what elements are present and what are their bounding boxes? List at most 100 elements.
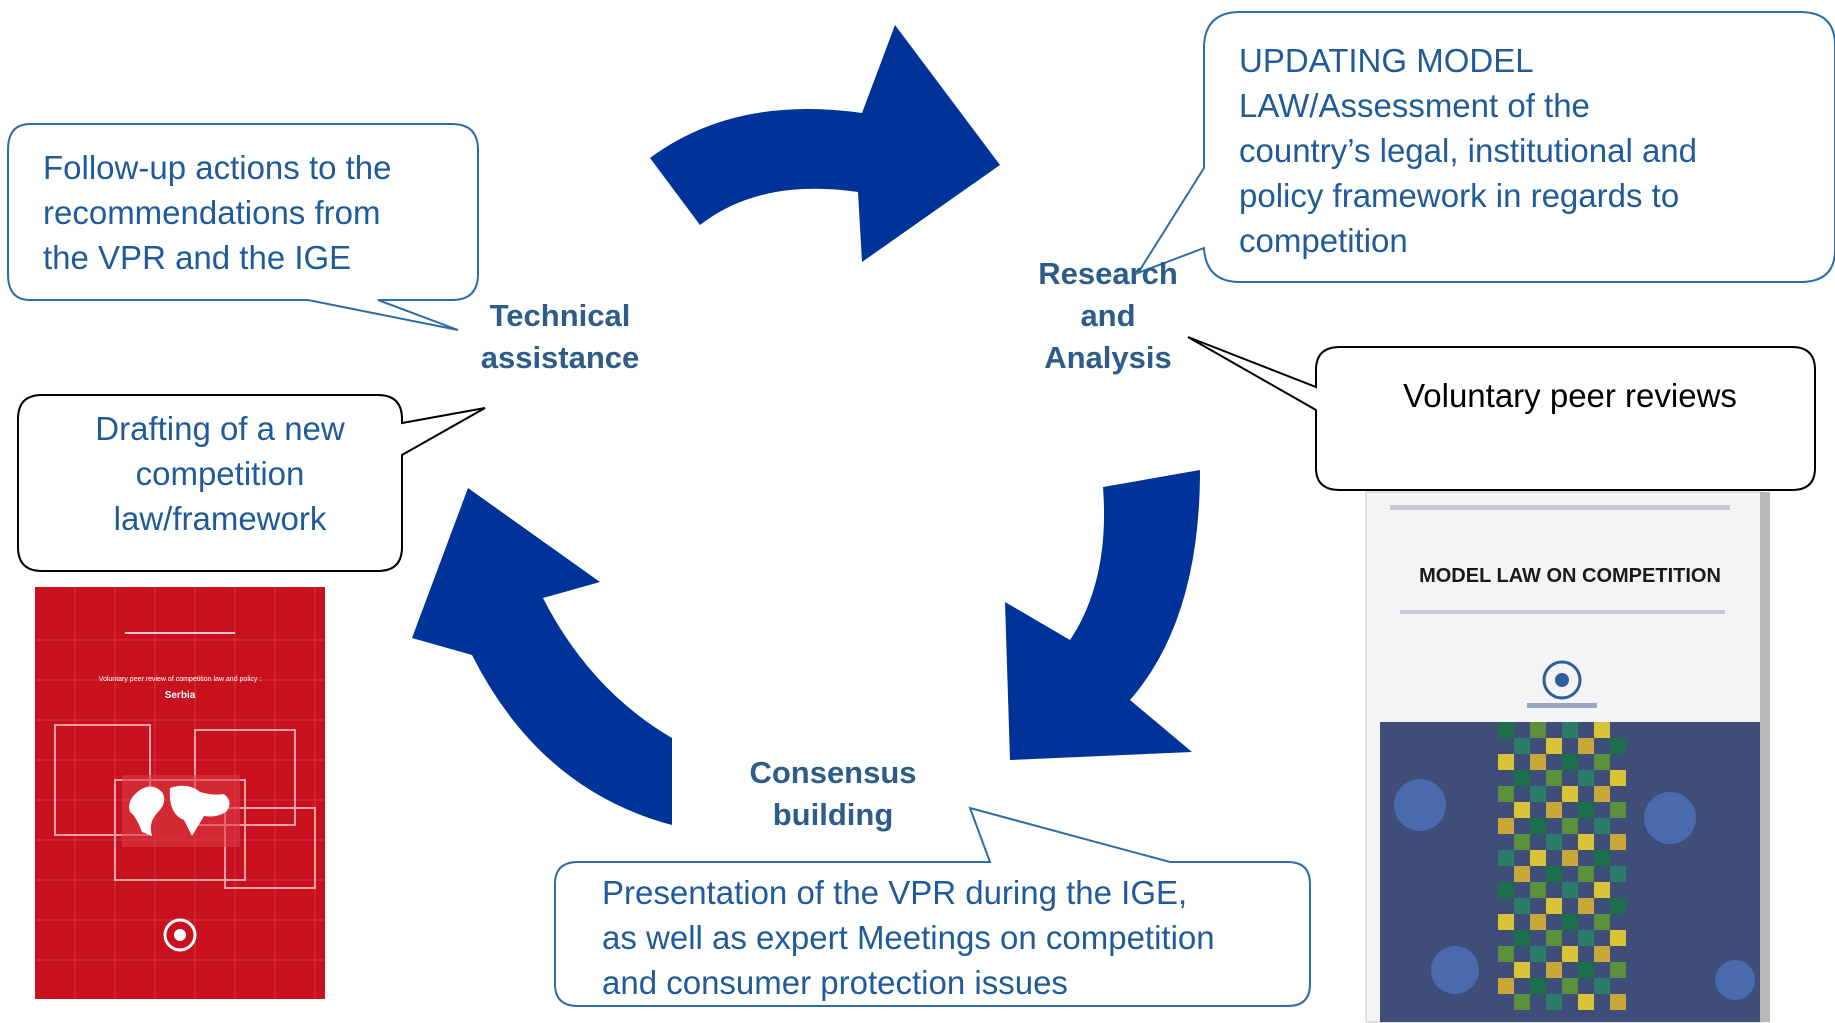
checker-cell xyxy=(1610,834,1626,850)
checker-cell xyxy=(1498,978,1514,994)
checker-cell xyxy=(1594,978,1610,994)
checker-cell xyxy=(1594,818,1610,834)
checker-cell xyxy=(1594,914,1610,930)
checker-cell xyxy=(1498,946,1514,962)
callout-voluntary-bubble xyxy=(1187,336,1816,491)
node-research-line-1: Research xyxy=(1038,256,1178,291)
checker-cell xyxy=(1514,866,1530,882)
checker-cell xyxy=(1610,930,1626,946)
callout-presentation-line-1: Presentation of the VPR during the IGE, xyxy=(602,874,1188,911)
node-technical-line-1: Technical xyxy=(489,298,631,333)
callout-updating-line-1: UPDATING MODEL xyxy=(1239,42,1534,79)
arrow-right xyxy=(1005,470,1200,760)
checker-cell xyxy=(1562,754,1578,770)
checker-cell xyxy=(1546,898,1562,914)
callout-follow-up-line-1: Follow-up actions to the xyxy=(43,149,392,186)
checker-cell xyxy=(1578,802,1594,818)
checker-cell xyxy=(1578,962,1594,978)
checker-cell xyxy=(1594,786,1610,802)
callout-updating-line-2: LAW/Assessment of the xyxy=(1239,87,1590,124)
model-law-cover-title: MODEL LAW ON COMPETITION xyxy=(1419,565,1721,587)
checker-cell xyxy=(1594,946,1610,962)
node-research-and-analysis: Research and Analysis xyxy=(1008,253,1208,379)
callout-presentation-line-3: and consumer protection issues xyxy=(602,964,1068,1001)
checker-cell xyxy=(1546,962,1562,978)
callout-follow-up-bubble xyxy=(7,123,479,331)
callout-drafting-line-1: Drafting of a new xyxy=(95,410,345,447)
checker-cell xyxy=(1498,722,1514,738)
checker-cell xyxy=(1546,834,1562,850)
callout-drafting-line-2: competition xyxy=(135,455,305,492)
checker-cell xyxy=(1610,770,1626,786)
checker-cell xyxy=(1594,722,1610,738)
checker-cell xyxy=(1610,962,1626,978)
checker-cell xyxy=(1578,834,1594,850)
checker-cell xyxy=(1578,898,1594,914)
callout-updating-line-5: competition xyxy=(1239,222,1408,259)
callout-presentation-text: Presentation of the VPR during the IGE, … xyxy=(602,870,1302,1005)
callout-follow-up-line-2: recommendations from xyxy=(43,194,381,231)
callout-follow-up-line-3: the VPR and the IGE xyxy=(43,239,352,276)
checker-cell xyxy=(1610,866,1626,882)
serbia-cover-subtitle: Voluntary peer review of competition law… xyxy=(98,676,262,683)
checker-cell xyxy=(1610,802,1626,818)
checker-cell xyxy=(1514,834,1530,850)
callout-voluntary-text: Voluntary peer reviews xyxy=(1330,373,1810,418)
checker-cell xyxy=(1514,738,1530,754)
node-consensus-line-1: Consensus xyxy=(749,755,917,790)
checker-cell xyxy=(1530,978,1546,994)
serbia-report-cover xyxy=(35,587,325,999)
checker-cell xyxy=(1514,930,1530,946)
checker-cell xyxy=(1530,946,1546,962)
checker-cell xyxy=(1610,738,1626,754)
checker-cell xyxy=(1498,754,1514,770)
checker-cell xyxy=(1514,802,1530,818)
checkerboard-pattern xyxy=(1498,722,1626,1010)
checker-cell xyxy=(1562,882,1578,898)
checker-cell xyxy=(1546,930,1562,946)
checker-cell xyxy=(1562,946,1578,962)
node-research-line-2: and xyxy=(1080,298,1136,333)
node-consensus-building: Consensus building xyxy=(723,752,943,836)
callout-presentation-line-2: as well as expert Meetings on competitio… xyxy=(602,919,1215,956)
callout-updating-text: UPDATING MODEL LAW/Assessment of the cou… xyxy=(1239,38,1819,263)
node-technical-assistance: Technical assistance xyxy=(455,295,665,379)
checker-cell xyxy=(1530,818,1546,834)
checker-cell xyxy=(1546,738,1562,754)
node-research-line-3: Analysis xyxy=(1044,340,1172,375)
node-technical-line-2: assistance xyxy=(480,340,640,375)
callout-updating-line-3: country’s legal, institutional and xyxy=(1239,132,1698,169)
checker-cell xyxy=(1514,994,1530,1010)
checker-cell xyxy=(1546,994,1562,1010)
callout-voluntary-line-1: Voluntary peer reviews xyxy=(1403,377,1737,414)
checker-cell xyxy=(1546,802,1562,818)
checker-cell xyxy=(1514,898,1530,914)
checker-cell xyxy=(1578,930,1594,946)
checker-cell xyxy=(1610,898,1626,914)
node-consensus-line-2: building xyxy=(772,797,894,832)
checker-cell xyxy=(1562,722,1578,738)
checker-cell xyxy=(1562,850,1578,866)
callout-presentation-bubble xyxy=(554,806,1311,1007)
checker-cell xyxy=(1514,962,1530,978)
checker-cell xyxy=(1594,882,1610,898)
checker-cell xyxy=(1498,914,1514,930)
checker-cell xyxy=(1578,770,1594,786)
arrow-left xyxy=(412,488,672,825)
callout-updating-bubble xyxy=(1135,11,1835,283)
checker-cell xyxy=(1530,722,1546,738)
checker-cell xyxy=(1562,818,1578,834)
callout-drafting-text: Drafting of a new competition law/framew… xyxy=(40,406,400,541)
checker-cell xyxy=(1530,882,1546,898)
checker-cell xyxy=(1562,914,1578,930)
checker-cell xyxy=(1578,866,1594,882)
checker-cell xyxy=(1514,770,1530,786)
checker-cell xyxy=(1530,786,1546,802)
checker-cell xyxy=(1498,818,1514,834)
checker-cell xyxy=(1546,866,1562,882)
checker-cell xyxy=(1594,850,1610,866)
checker-cell xyxy=(1498,882,1514,898)
checker-cell xyxy=(1578,738,1594,754)
checker-cell xyxy=(1498,786,1514,802)
